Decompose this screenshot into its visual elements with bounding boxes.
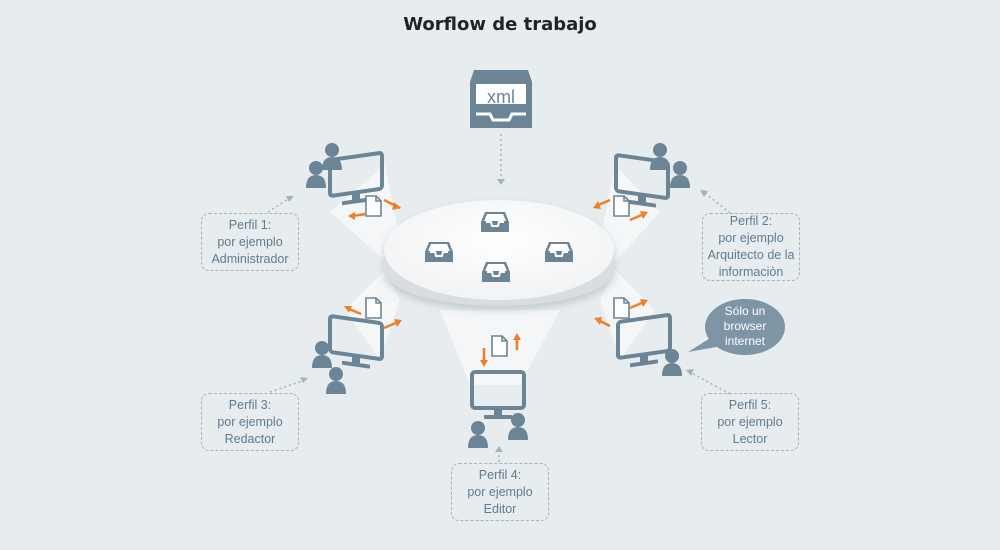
profile-3-station xyxy=(312,297,402,394)
profile-5-label: Perfil 5: por ejemplo Lector xyxy=(701,393,799,451)
person-icon xyxy=(468,421,488,448)
page-title: Worflow de trabajo xyxy=(403,14,597,35)
profile-4-name: Perfil 4: xyxy=(478,467,522,482)
hub-tray-icon-top xyxy=(480,211,510,233)
profile-1-station xyxy=(306,143,401,220)
profile-4-label: Perfil 4: por ejemplo Editor xyxy=(451,463,549,521)
xml-label: xml xyxy=(487,87,515,107)
profile-5-role: Lector xyxy=(732,431,768,446)
profile-5-station xyxy=(594,297,682,376)
profile-2-station xyxy=(593,143,690,222)
profile-2-name: Perfil 2: xyxy=(729,214,773,228)
bubble-line-1: Sólo un xyxy=(724,304,766,318)
label-connector-arrowheads xyxy=(286,190,708,452)
profile-4-station xyxy=(468,333,528,448)
profile-3-label: Perfil 3: por ejemplo Redactor xyxy=(201,393,299,451)
xml-connector-arrowhead xyxy=(497,179,505,185)
hub-tray-icon-right xyxy=(544,241,574,263)
hub-tray-icon-bottom xyxy=(481,261,511,283)
profile-1-label: Perfil 1: por ejemplo Administrador xyxy=(201,213,299,271)
profile-2-label: Perfil 2: por ejemplo Arquitecto de la i… xyxy=(702,213,800,281)
profile-2-example: por ejemplo xyxy=(718,231,784,245)
profile-5-name: Perfil 5: xyxy=(728,397,772,412)
person-icon xyxy=(326,367,346,394)
profile-1-name: Perfil 1: xyxy=(228,217,272,232)
browser-speech-bubble xyxy=(688,299,785,355)
profile-5-example: por ejemplo xyxy=(717,414,783,429)
document-icon xyxy=(491,335,508,357)
document-icon xyxy=(365,195,382,217)
document-icon xyxy=(613,195,630,217)
person-icon xyxy=(670,161,690,188)
profile-2-role-cont: informaciòn xyxy=(718,265,784,279)
profile-2-role: Arquitecto de la xyxy=(707,248,795,262)
profile-4-example: por ejemplo xyxy=(467,484,533,499)
document-icon xyxy=(613,297,630,319)
xml-inbox-icon xyxy=(470,70,532,128)
profile-1-role: Administrador xyxy=(211,251,289,266)
bubble-text: Sólo un browser internet xyxy=(708,304,782,349)
profile-3-role: Redactor xyxy=(224,431,276,446)
bubble-line-2: browser xyxy=(723,319,767,333)
profile-3-name: Perfil 3: xyxy=(228,397,272,412)
profile-4-role: Editor xyxy=(483,501,517,516)
bubble-line-3: internet xyxy=(724,334,766,348)
profile-1-example: por ejemplo xyxy=(217,234,283,249)
hub-tray-icon-left xyxy=(424,241,454,263)
profile-3-example: por ejemplo xyxy=(217,414,283,429)
document-icon xyxy=(365,297,382,319)
